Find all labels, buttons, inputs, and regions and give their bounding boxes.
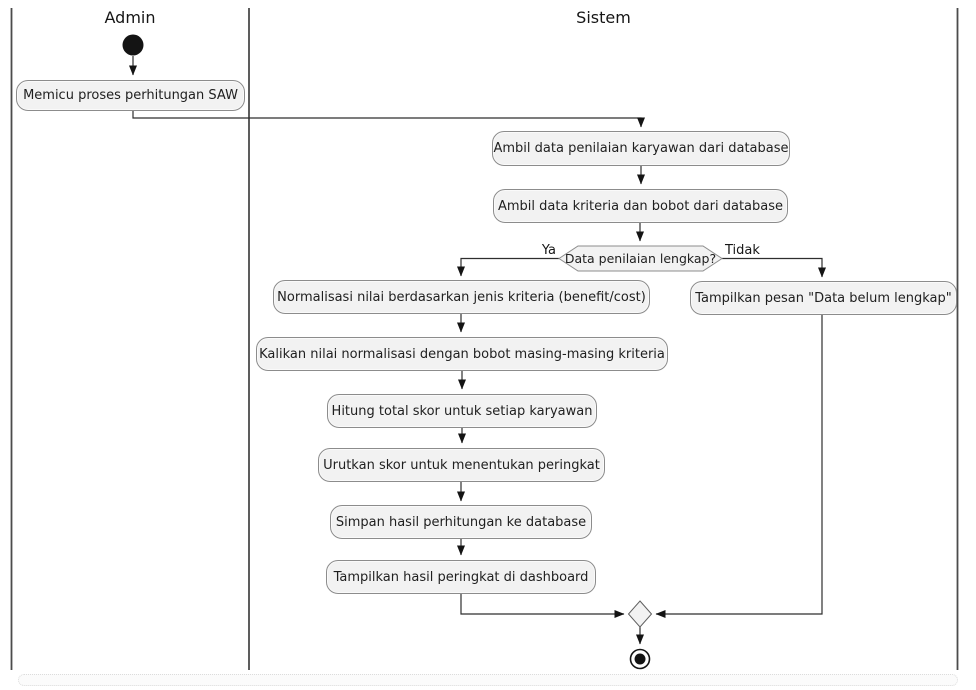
activity-pesan-belum-lengkap: Tampilkan pesan "Data belum lengkap" [690, 281, 957, 315]
connector-tampilkan-to-merge [460, 594, 625, 618]
bottom-shadow-band [18, 674, 958, 686]
lane-admin-title: Admin [104, 8, 156, 27]
decision-hexagon [558, 245, 723, 272]
branch-label-ya: Ya [541, 243, 556, 258]
final-node-icon [634, 653, 646, 665]
activity-ambil-kriteria-bobot: Ambil data kriteria dan bobot dari datab… [493, 189, 788, 223]
connector-decision-tidak-to-pesan [722, 257, 826, 278]
connector-decision-ya-to-normalisasi [457, 257, 559, 277]
activity-urutkan-skor: Urutkan skor untuk menentukan peringkat [318, 448, 605, 482]
activity-ambil-data-penilaian: Ambil data penilaian karyawan dari datab… [492, 131, 790, 166]
activity-tampilkan-dashboard: Tampilkan hasil peringkat di dashboard [326, 560, 596, 594]
activity-kalikan-bobot: Kalikan nilai normalisasi dengan bobot m… [256, 337, 668, 371]
decision-question: Data penilaian lengkap? [564, 251, 717, 266]
connector-pesan-to-merge [655, 315, 823, 618]
activity-memicu-saw: Memicu proses perhitungan SAW [16, 80, 245, 111]
connector-trigger-to-fetch-penilaian [132, 111, 645, 128]
activity-hitung-total-skor: Hitung total skor untuk setiap karyawan [327, 394, 597, 428]
lane-sistem-title: Sistem [576, 8, 631, 27]
activity-simpan-hasil: Simpan hasil perhitungan ke database [330, 505, 592, 539]
branch-label-tidak: Tidak [725, 243, 760, 258]
start-node-icon [122, 34, 144, 56]
merge-diamond [627, 600, 653, 628]
activity-normalisasi-nilai: Normalisasi nilai berdasarkan jenis krit… [273, 280, 650, 314]
